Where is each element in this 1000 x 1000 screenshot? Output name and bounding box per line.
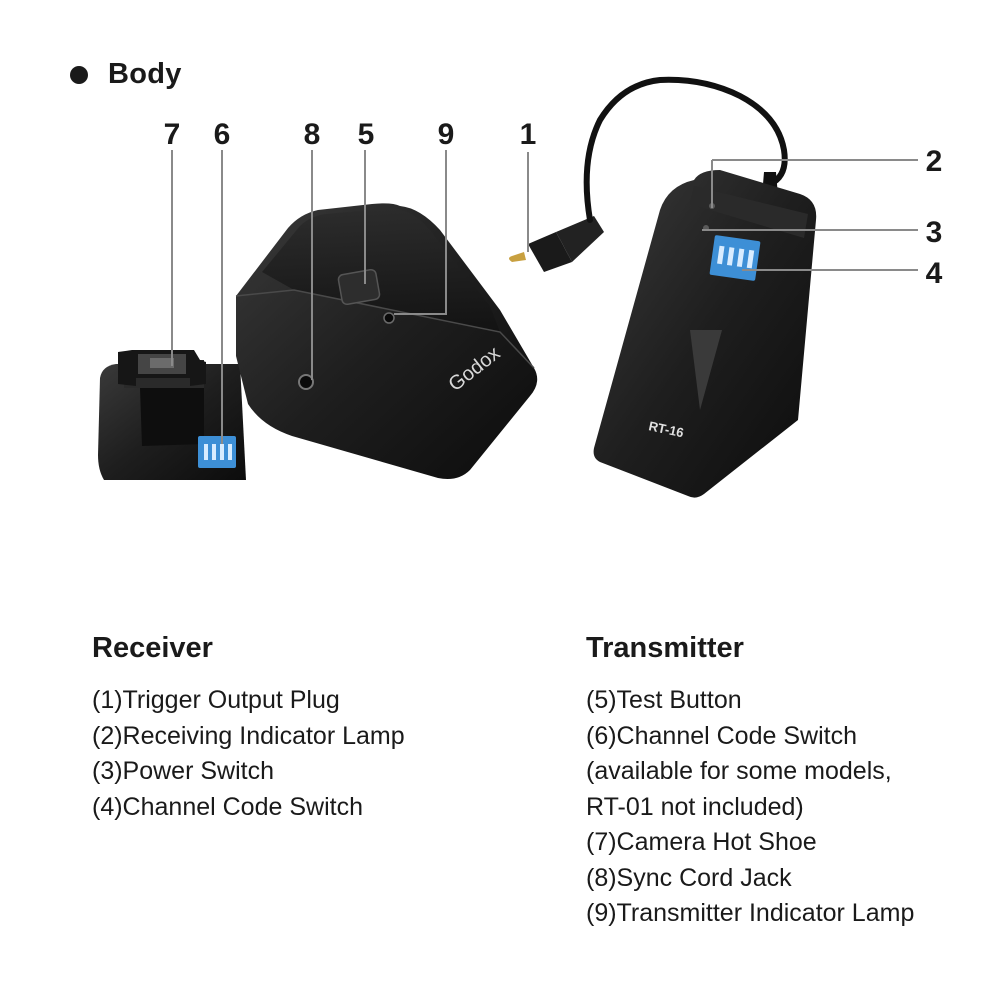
transmitter-device bbox=[98, 350, 246, 480]
callout-8: 8 bbox=[304, 118, 321, 151]
callout-2: 2 bbox=[926, 145, 943, 178]
transmitter-list: (5)Test Button (6)Channel Code Switch (a… bbox=[586, 683, 914, 932]
callout-5: 5 bbox=[358, 118, 375, 151]
rt16-device: RT-16 bbox=[509, 76, 817, 498]
callout-1: 1 bbox=[520, 118, 537, 151]
receiver-title: Receiver bbox=[92, 632, 213, 664]
list-item: (5)Test Button bbox=[586, 686, 742, 714]
indicator-lamp-shape bbox=[383, 312, 395, 324]
callout-4: 4 bbox=[926, 257, 943, 290]
callout-9: 9 bbox=[438, 118, 455, 151]
list-item: (6)Channel Code Switch bbox=[586, 721, 857, 750]
list-item: (8)Sync Cord Jack bbox=[586, 863, 792, 892]
sync-jack-shape bbox=[298, 374, 314, 390]
list-item: (1)Trigger Output Plug bbox=[92, 686, 340, 714]
test-button-shape bbox=[337, 268, 381, 306]
bullet-icon bbox=[70, 65, 88, 84]
list-item: RT-01 not included) bbox=[586, 792, 804, 821]
section-heading: Body bbox=[70, 58, 182, 91]
receiver-device: Godox bbox=[235, 203, 538, 480]
list-item: (9)Transmitter Indicator Lamp bbox=[586, 899, 915, 927]
list-item: (7)Camera Hot Shoe bbox=[586, 828, 817, 856]
transmitter-section: Transmitter (5)Test Button (6)Channel Co… bbox=[586, 632, 914, 932]
leader-lines bbox=[171, 150, 918, 444]
model-label: RT-16 bbox=[647, 418, 685, 440]
callout-3: 3 bbox=[926, 216, 943, 249]
transmitter-title: Transmitter bbox=[586, 632, 744, 664]
receiver-section: Receiver (1)Trigger Output Plug (2)Recei… bbox=[92, 632, 405, 825]
heading-text: Body bbox=[108, 58, 182, 90]
callout-6: 6 bbox=[214, 118, 231, 151]
list-item: (4)Channel Code Switch bbox=[92, 792, 363, 821]
callout-numbers: 7 6 8 5 9 1 2 3 4 bbox=[164, 118, 943, 290]
list-item: (3)Power Switch bbox=[92, 757, 274, 785]
list-item: (2)Receiving Indicator Lamp bbox=[92, 721, 405, 750]
callout-7: 7 bbox=[164, 118, 181, 151]
receiver-list: (1)Trigger Output Plug (2)Receiving Indi… bbox=[92, 683, 405, 825]
list-item: (available for some models, bbox=[586, 757, 892, 785]
